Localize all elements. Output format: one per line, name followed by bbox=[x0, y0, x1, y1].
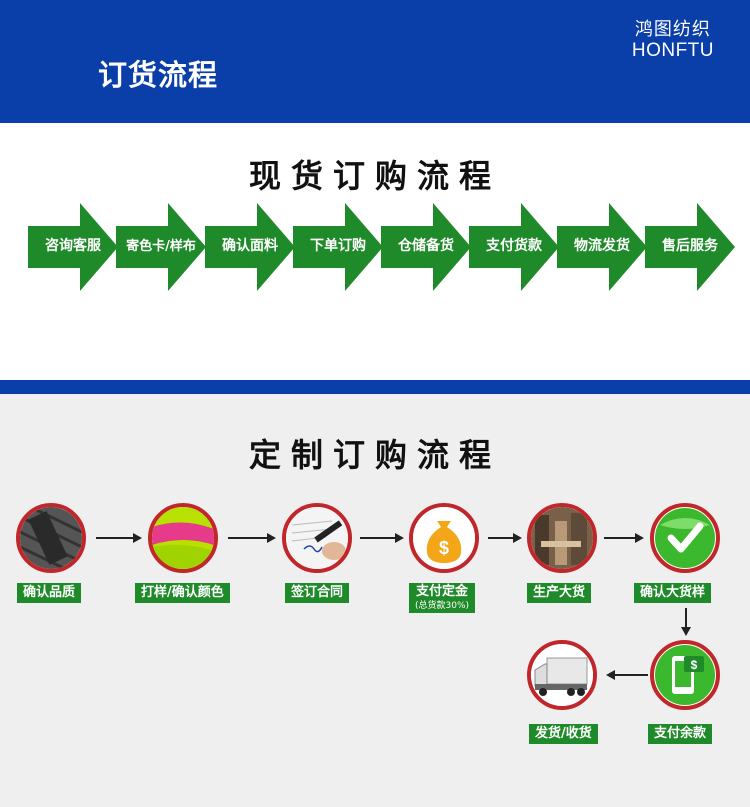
brand-name-cn: 鸿图纺织 bbox=[634, 19, 711, 40]
check-mark-icon bbox=[650, 503, 720, 573]
flow-arrow: 物流发货 bbox=[557, 203, 647, 291]
arrow-shape-icon bbox=[381, 203, 471, 291]
arrow-shape-icon bbox=[116, 203, 206, 291]
flow-arrow-label: 下单订购 bbox=[310, 238, 366, 254]
flow-arrow-label: 仓储备货 bbox=[398, 238, 454, 254]
flow-arrow-label: 支付货款 bbox=[486, 238, 542, 254]
color-fabric-icon bbox=[148, 503, 218, 573]
flow-connector bbox=[228, 533, 276, 543]
step-tag-sub: (总货款30%) bbox=[415, 601, 470, 611]
flow-arrow-label: 咨询客服 bbox=[45, 238, 101, 254]
arrow-shape-icon bbox=[28, 203, 118, 291]
svg-text:$: $ bbox=[691, 658, 698, 672]
step-tag: 支付定金 (总货款30%) bbox=[409, 583, 476, 613]
arrow-shape-icon bbox=[293, 203, 383, 291]
fabric-texture-icon bbox=[16, 503, 86, 573]
custom-order-section: 定制订购流程 确认品质 打样/确认颜色 签订合同 bbox=[0, 394, 750, 807]
brand-logo: 鸿图纺织 HONFTU bbox=[632, 20, 714, 62]
arrow-shape-icon bbox=[645, 203, 735, 291]
step-tag-label: 支付定金 bbox=[416, 584, 469, 599]
flow-arrow-label: 确认面料 bbox=[222, 238, 278, 254]
flow-connector bbox=[488, 533, 522, 543]
flow-arrow: 支付货款 bbox=[469, 203, 559, 291]
delivery-truck-icon bbox=[527, 640, 597, 710]
brand-name-en: HONFTU bbox=[631, 40, 714, 61]
flow-arrow: 确认面料 bbox=[205, 203, 295, 291]
flow-connector bbox=[681, 608, 691, 636]
stock-order-section: 现货订购流程 咨询客服 寄色卡/样布 确认面料 下单订购 仓储备货 支付货款 物… bbox=[0, 123, 750, 380]
flow-arrow: 售后服务 bbox=[645, 203, 735, 291]
step-tag: 确认品质 bbox=[17, 583, 82, 603]
flow-arrow-label: 物流发货 bbox=[574, 238, 630, 254]
flow-arrow-label: 寄色卡/样布 bbox=[126, 239, 196, 254]
step-tag: 确认大货样 bbox=[634, 583, 712, 603]
flow-arrow: 下单订购 bbox=[293, 203, 383, 291]
mobile-payment-icon: $ bbox=[650, 640, 720, 710]
flow-connector bbox=[604, 533, 644, 543]
arrow-shape-icon bbox=[469, 203, 559, 291]
flow-arrow: 寄色卡/样布 bbox=[116, 203, 206, 291]
stock-flow-title: 现货订购流程 bbox=[248, 157, 501, 195]
arrow-shape-icon bbox=[205, 203, 295, 291]
step-tag: 发货/收货 bbox=[529, 724, 598, 744]
flow-arrow: 咨询客服 bbox=[28, 203, 118, 291]
flow-connector bbox=[606, 670, 648, 680]
arrow-shape-icon bbox=[557, 203, 647, 291]
signing-pen-icon bbox=[282, 503, 352, 573]
section-divider bbox=[0, 380, 750, 394]
factory-icon bbox=[527, 503, 597, 573]
step-tag: 支付余款 bbox=[648, 724, 713, 744]
flow-arrow-label: 售后服务 bbox=[662, 238, 718, 254]
stock-flow-arrows: 咨询客服 寄色卡/样布 确认面料 下单订购 仓储备货 支付货款 物流发货 售后 bbox=[0, 203, 750, 291]
svg-text:$: $ bbox=[439, 538, 449, 558]
step-tag: 打样/确认颜色 bbox=[135, 583, 230, 603]
custom-flow-title: 定制订购流程 bbox=[248, 436, 501, 474]
flow-connector bbox=[360, 533, 404, 543]
money-bag-icon: $ bbox=[409, 503, 479, 573]
step-tag: 签订合同 bbox=[285, 583, 350, 603]
flow-connector bbox=[96, 533, 142, 543]
page-title: 订货流程 bbox=[98, 58, 219, 92]
header-banner: 订货流程 鸿图纺织 HONFTU bbox=[0, 0, 750, 123]
step-tag: 生产大货 bbox=[527, 583, 592, 603]
flow-arrow: 仓储备货 bbox=[381, 203, 471, 291]
